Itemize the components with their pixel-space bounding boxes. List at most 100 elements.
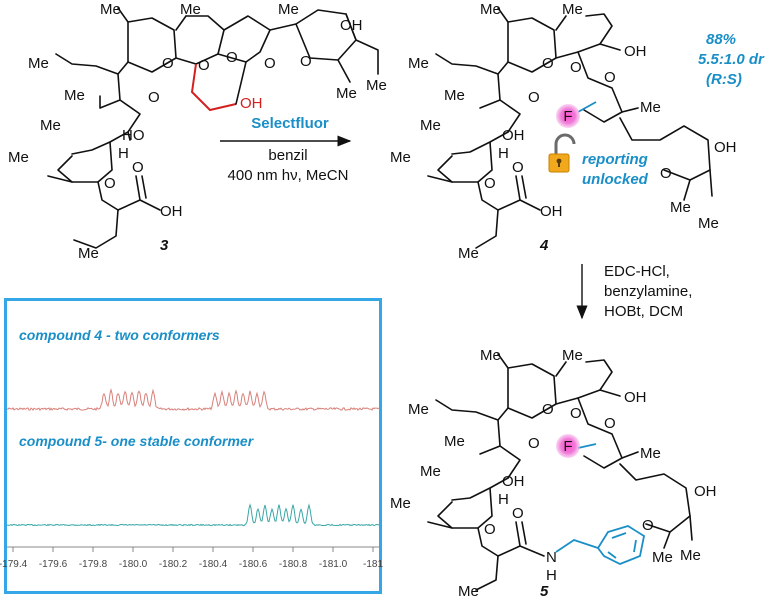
c3-ring-o5: O (300, 53, 312, 70)
c4-o-ket: O (528, 89, 540, 106)
c3-me-ring: Me (8, 149, 29, 166)
c3-ring-o2: O (198, 57, 210, 74)
c5-me-i: Me (390, 495, 411, 512)
c5-o5: O (484, 521, 496, 538)
c4-oh-acid: OH (540, 203, 563, 220)
c3-me-ethyl-bottom: Me (78, 245, 99, 262)
nmr-tick-label: -179.6 (39, 559, 68, 570)
c3-me-beta: Me (40, 117, 61, 134)
c5-me-a: Me (480, 347, 501, 364)
reporting-line-1: reporting (582, 151, 648, 168)
c5-o3: O (604, 415, 616, 432)
c3-me-top-left: Me (100, 1, 121, 18)
reaction-arrow-2: EDC-HCl, benzylamine, HOBt, DCM (576, 263, 692, 320)
nmr-axis-ticks: -179.4-179.6-179.8-180.0-180.2-180.4-180… (0, 547, 383, 570)
c3-ketone-o: O (148, 89, 160, 106)
c4-me-i: Me (390, 149, 411, 166)
c5-me-f: Me (408, 401, 429, 418)
nmr-title-compound-4: compound 4 - two conformers (19, 327, 220, 343)
c4-o1: O (542, 55, 554, 72)
c4-oh-c: OH (502, 127, 525, 144)
c5-me-e: Me (680, 547, 701, 564)
reaction-arrow-1: Selectfluor benzil 400 nm hν, MeCN (220, 115, 352, 184)
c5-nh-n: N (546, 549, 557, 566)
stats-yield: 88% (706, 31, 736, 48)
c3-oh-right: OH (340, 17, 363, 34)
c4-o5: O (484, 175, 496, 192)
c4-o3: O (604, 69, 616, 86)
reporting-unlocked: reporting unlocked (548, 133, 649, 188)
c4-o4: O (660, 165, 672, 182)
c3-ring-o6: O (104, 175, 116, 192)
nmr-title-compound-5: compound 5- one stable conformer (19, 433, 254, 449)
c5-o1: O (542, 401, 554, 418)
c5-me-j: Me (458, 583, 479, 600)
reagents-line-2: benzylamine, (604, 283, 692, 300)
compound-3-labels: Me Me O O O O Me OH O Me Me OH Me Me O M… (8, 1, 387, 262)
c5-fluorine: F (556, 434, 580, 458)
fluorine-highlight-icon (556, 104, 580, 128)
c4-me-e: Me (698, 215, 719, 232)
nmr-tick-label: -179.4 (0, 559, 28, 570)
c4-me-h: Me (420, 117, 441, 134)
c4-me-g: Me (444, 87, 465, 104)
c3-ring-o4: O (264, 55, 276, 72)
nmr-tick-label: -179.8 (79, 559, 108, 570)
reagents-line-3: HOBt, DCM (604, 303, 683, 320)
reagent-selectfluor: Selectfluor (251, 115, 329, 132)
c3-h: H (118, 145, 129, 162)
c5-oh-a: OH (624, 389, 647, 406)
reporting-line-2: unlocked (582, 171, 649, 188)
stats-ratio: (R:S) (706, 71, 742, 88)
c5-oh-c: OH (502, 473, 525, 490)
c5-o-amide: O (512, 505, 524, 522)
c3-ring-o3: O (226, 49, 238, 66)
compound-5-label: 5 (540, 583, 549, 600)
c5-nh-h: H (546, 567, 557, 584)
c5-fluorine-label: F (563, 438, 572, 455)
conditions-line-2: 400 nm hν, MeCN (228, 167, 349, 184)
c5-o4: O (642, 517, 654, 534)
c4-o-acid: O (512, 159, 524, 176)
compound-4-stats: 88% 5.5:1.0 dr (R:S) (698, 31, 765, 88)
fluorine-highlight-icon (556, 434, 580, 458)
c5-me-b: Me (562, 347, 583, 364)
c5-oh-b: OH (694, 483, 717, 500)
unlocked-padlock-icon (548, 133, 576, 173)
c4-h: H (498, 145, 509, 162)
c4-me-j: Me (458, 245, 479, 262)
c4-me-d: Me (670, 199, 691, 216)
c4-fluorine-label: F (563, 108, 572, 125)
c5-o2: O (570, 405, 582, 422)
c5-me-h: Me (420, 463, 441, 480)
nmr-trace-compound-5 (6, 503, 380, 527)
c3-me-thp: Me (336, 85, 357, 102)
c4-oh-b: OH (714, 139, 737, 156)
nmr-tick-label: -180.8 (279, 559, 308, 570)
compound-3-label: 3 (160, 237, 169, 254)
nmr-tick-label: -180.0 (119, 559, 148, 570)
c5-me-d: Me (652, 549, 673, 566)
compound-5-labels: Me Me O O O OH Me O OH Me Me Me Me O Me … (390, 347, 717, 600)
c3-me-spiro: Me (278, 1, 299, 18)
nmr-tick-label: -181 (363, 559, 383, 570)
c3-me-ethyl-left: Me (28, 55, 49, 72)
c4-fluorine: F (556, 104, 580, 128)
nmr-tick-label: -180.4 (199, 559, 228, 570)
c4-o2: O (570, 59, 582, 76)
nmr-plot: -179.4-179.6-179.8-180.0-180.2-180.4-180… (0, 387, 383, 570)
reagents-line-1: EDC-HCl, (604, 263, 670, 280)
compound-4-label: 4 (539, 237, 549, 254)
stats-dr: 5.5:1.0 dr (698, 51, 765, 68)
c3-acid-oh: OH (160, 203, 183, 220)
c4-oh-a: OH (624, 43, 647, 60)
nmr-spectra-panel: compound 4 - two conformers compound 5- … (0, 298, 383, 594)
compound-5-structure (427, 353, 693, 591)
compound-4-labels: Me Me O O O OH Me O OH Me Me Me Me O Me … (390, 1, 737, 262)
c4-me-c: Me (640, 99, 661, 116)
c3-acid-o: O (132, 159, 144, 176)
nmr-trace-compound-4 (6, 387, 380, 412)
c4-me-b: Me (562, 1, 583, 18)
c5-o-ket: O (528, 435, 540, 452)
